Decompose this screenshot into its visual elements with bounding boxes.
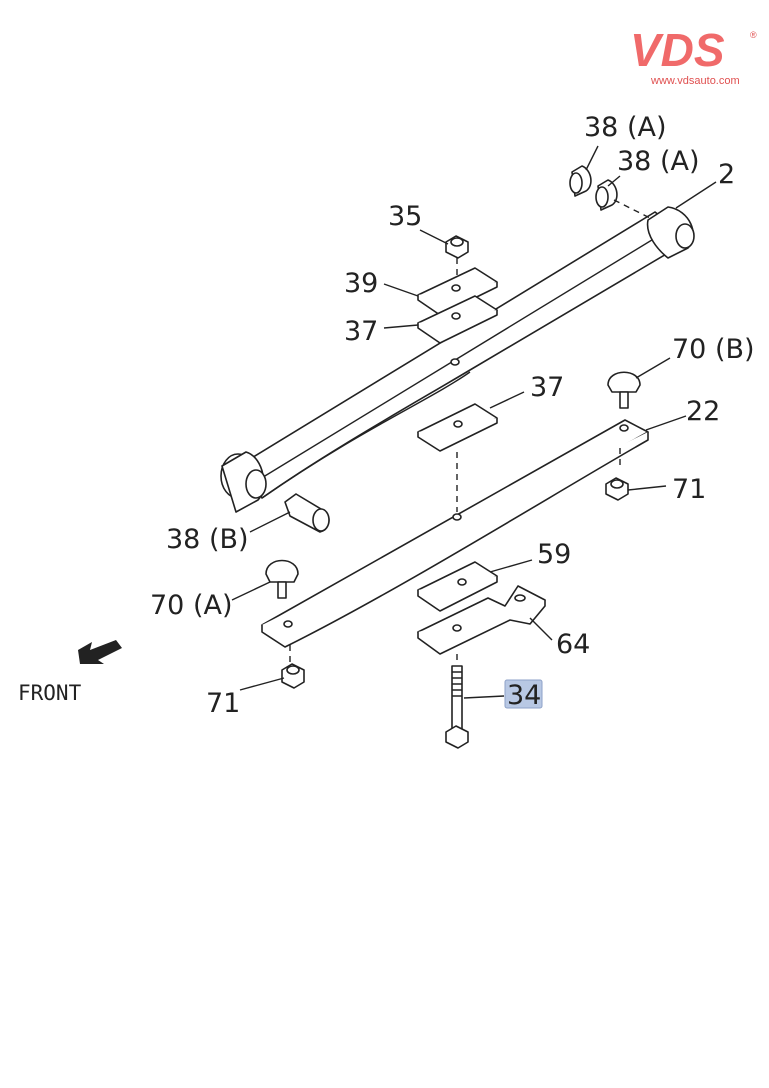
bracket-64 xyxy=(417,585,546,655)
front-arrow-icon xyxy=(78,640,122,664)
plate-37-lower xyxy=(417,403,498,452)
callout-2[interactable]: 2 xyxy=(718,159,735,190)
callout-71-left[interactable]: 71 xyxy=(206,688,240,719)
callout-37-upper[interactable]: 37 xyxy=(344,316,378,347)
callout-38a-2[interactable]: 38 (A) xyxy=(617,146,699,177)
nut-71-right xyxy=(605,477,629,501)
main-leaf-spring xyxy=(220,206,695,513)
callout-39[interactable]: 39 xyxy=(344,268,378,299)
callout-70b[interactable]: 70 (B) xyxy=(672,334,755,365)
callout-70a[interactable]: 70 (A) xyxy=(150,590,232,621)
nut-71-left xyxy=(281,663,305,689)
bolt-70b xyxy=(607,371,641,409)
callout-38b[interactable]: 38 (B) xyxy=(166,524,249,555)
callout-38a-1[interactable]: 38 (A) xyxy=(584,112,666,143)
logo-brand: VDS xyxy=(630,24,725,76)
callout-35[interactable]: 35 xyxy=(388,201,422,232)
bolt-70a xyxy=(265,559,299,599)
callout-71-right[interactable]: 71 xyxy=(672,474,706,505)
nut-35 xyxy=(445,235,469,259)
front-label: FRONT xyxy=(18,681,82,705)
callout-37-lower[interactable]: 37 xyxy=(530,372,564,403)
logo-url: www.vdsauto.com xyxy=(650,75,740,87)
plate-37-upper xyxy=(417,295,498,344)
callout-59[interactable]: 59 xyxy=(537,539,571,570)
callout-34[interactable]: 34 xyxy=(507,680,541,711)
callout-34-highlight xyxy=(504,679,543,709)
leaf-spring-22 xyxy=(261,419,649,648)
callout-22[interactable]: 22 xyxy=(686,396,720,427)
plate-59 xyxy=(417,561,498,612)
bushing-38b xyxy=(284,493,330,533)
logo-registered: ® xyxy=(750,30,757,40)
leader-lines xyxy=(231,145,717,699)
bushing-38a xyxy=(569,165,651,219)
callout-64[interactable]: 64 xyxy=(556,629,590,660)
bolt-34 xyxy=(445,665,469,749)
vds-logo: VDS ® www.vdsauto.com xyxy=(630,24,757,87)
